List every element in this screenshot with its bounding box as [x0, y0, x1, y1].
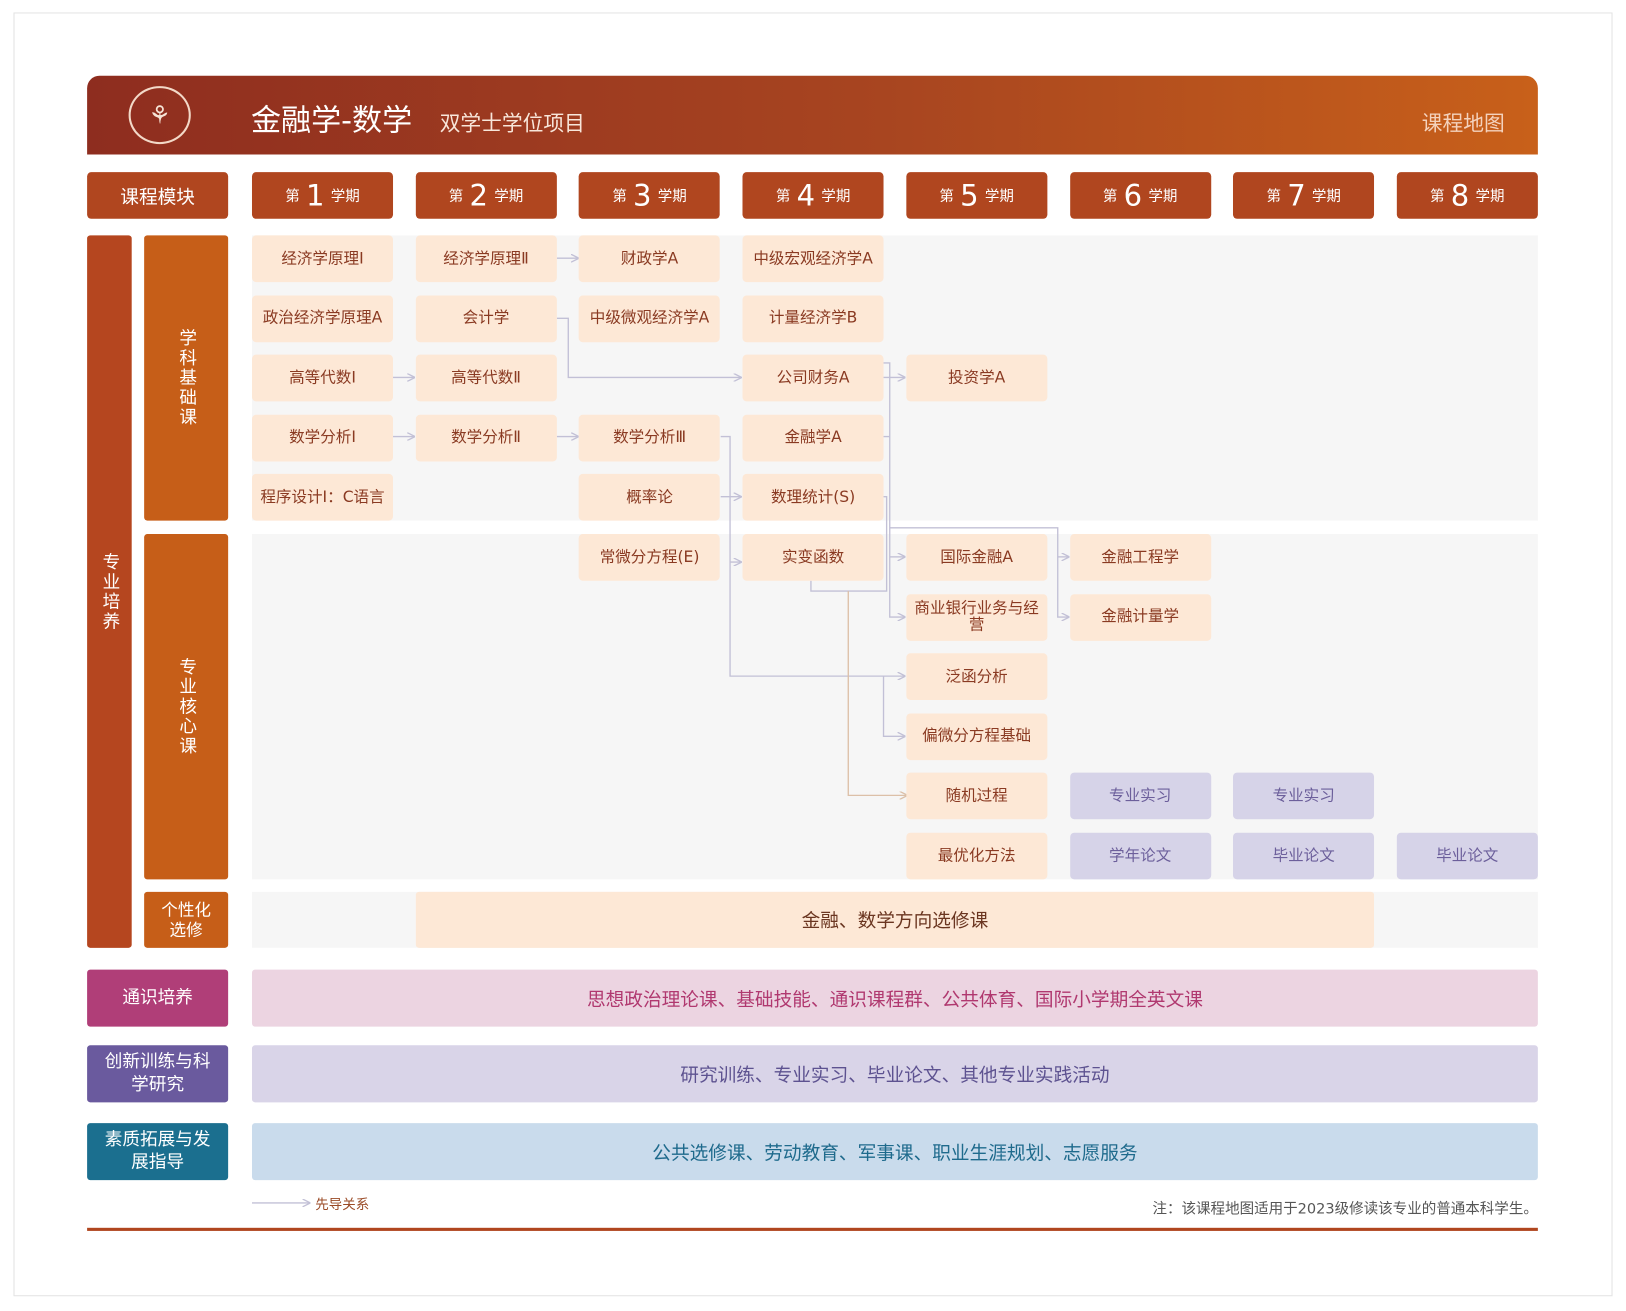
semester-suffix: 学期: [1148, 188, 1178, 205]
semester-suffix: 学期: [494, 188, 524, 205]
module-column-header: 课程模块: [87, 172, 229, 219]
semester-suffix: 学期: [657, 188, 687, 205]
semester-num: 5: [960, 177, 979, 213]
page-title: 金融学-数学: [250, 102, 413, 138]
semester-prefix: 第: [1266, 188, 1281, 205]
semester-num: 8: [1450, 177, 1470, 213]
course-box[interactable]: 金融计量学: [1069, 593, 1211, 641]
course-box[interactable]: 计量经济学B: [742, 295, 884, 342]
core-panel: [251, 534, 1538, 880]
course-box[interactable]: 会计学: [415, 295, 557, 342]
course-box[interactable]: 高等代数Ⅱ: [415, 354, 557, 402]
practice-course-box[interactable]: 毕业论文: [1396, 832, 1538, 880]
elective-courses[interactable]: 金融、数学方向选修课: [415, 891, 1375, 948]
arrow: [556, 317, 741, 377]
course-box[interactable]: 泛函分析: [906, 653, 1048, 701]
course-box[interactable]: 投资学A: [906, 354, 1048, 402]
module-content[interactable]: 研究训练、专业实习、毕业论文、其他专业实践活动: [251, 1045, 1538, 1103]
course-box[interactable]: 高等代数Ⅰ: [251, 354, 394, 402]
semester-num: 6: [1123, 177, 1143, 213]
arrow: [883, 362, 905, 617]
semester-prefix: 第: [1102, 188, 1118, 205]
module-major-training: 专业培养: [87, 235, 132, 948]
arrow: [882, 676, 905, 736]
bottom-divider: [87, 1227, 1538, 1231]
page-frame: [13, 12, 1613, 1297]
course-box[interactable]: 程序设计Ⅰ：C语言: [251, 474, 394, 521]
semester-suffix: 学期: [330, 188, 360, 205]
university-logo-icon: ⚘: [128, 86, 191, 145]
course-box[interactable]: 中级微观经济学A: [579, 295, 721, 342]
arrow: [810, 496, 888, 592]
module-label: 通识培养: [87, 969, 229, 1027]
semester-suffix: 学期: [1311, 188, 1341, 205]
legend-prerequisite-label: 先导关系: [315, 1197, 370, 1214]
course-box[interactable]: 金融工程学: [1069, 534, 1211, 581]
semester-suffix: 学期: [1475, 188, 1505, 205]
semester-num: 7: [1287, 177, 1306, 213]
footnote: 注：该课程地图适用于2023级修读该专业的普通本科学生。: [1152, 1200, 1538, 1218]
course-box[interactable]: 数学分析Ⅰ: [251, 414, 394, 462]
semester-prefix: 第: [1429, 188, 1445, 205]
header-banner: ⚘ 金融学-数学 双学士学位项目 课程地图: [87, 75, 1538, 155]
semester-prefix: 第: [612, 188, 627, 205]
course-box[interactable]: 财政学A: [579, 235, 721, 283]
module-content[interactable]: 思想政治理论课、基础技能、通识课程群、公共体育、国际小学期全英文课: [251, 969, 1538, 1027]
page-subtitle: 双学士学位项目: [439, 110, 585, 136]
course-box[interactable]: 国际金融A: [906, 534, 1048, 581]
semester-suffix: 学期: [821, 188, 851, 205]
module-label: 素质拓展与发展指导: [87, 1123, 229, 1181]
course-box[interactable]: 公司财务A: [742, 354, 884, 402]
module-content[interactable]: 公共选修课、劳动教育、军事课、职业生涯规划、志愿服务: [251, 1123, 1538, 1181]
semester-num: 2: [469, 177, 489, 213]
map-label: 课程地图: [1421, 110, 1505, 136]
practice-course-box[interactable]: 学年论文: [1069, 832, 1211, 880]
course-box[interactable]: 数学分析Ⅲ: [579, 414, 721, 462]
practice-course-box[interactable]: 专业实习: [1233, 772, 1375, 820]
course-box[interactable]: 中级宏观经济学A: [742, 235, 884, 283]
semester-num: 1: [305, 177, 325, 213]
module-elective: 个性化选修: [144, 891, 229, 948]
arrow: [889, 527, 1068, 617]
arrow: [847, 591, 906, 795]
course-box[interactable]: 随机过程: [906, 772, 1048, 820]
course-box[interactable]: 政治经济学原理A: [251, 295, 394, 342]
course-box[interactable]: 常微分方程(E): [579, 534, 721, 581]
course-box[interactable]: 最优化方法: [906, 832, 1048, 880]
module-core-courses: 专业核心课: [144, 534, 229, 880]
semester-num: 4: [796, 177, 816, 213]
semester-prefix: 第: [285, 188, 300, 205]
semester-prefix: 第: [775, 188, 791, 205]
arrow: [720, 435, 905, 677]
course-box[interactable]: 经济学原理Ⅰ: [251, 235, 394, 283]
course-box[interactable]: 概率论: [579, 474, 721, 521]
course-box[interactable]: 商业银行业务与经营: [906, 593, 1048, 641]
semester-prefix: 第: [939, 188, 954, 205]
semester-num: 3: [633, 177, 652, 213]
course-box[interactable]: 经济学原理Ⅱ: [415, 235, 557, 283]
module-label: 创新训练与科学研究: [87, 1045, 229, 1103]
course-box[interactable]: 偏微分方程基础: [906, 713, 1048, 760]
practice-course-box[interactable]: 毕业论文: [1233, 832, 1375, 880]
semester-suffix: 学期: [984, 188, 1014, 205]
practice-course-box[interactable]: 专业实习: [1069, 772, 1211, 820]
course-box[interactable]: 实变函数: [742, 534, 884, 581]
course-box[interactable]: 数学分析Ⅱ: [415, 414, 557, 462]
course-box[interactable]: 金融学A: [742, 414, 884, 462]
course-box[interactable]: 数理统计(S): [742, 474, 884, 521]
semester-prefix: 第: [448, 188, 464, 205]
module-foundation-courses: 学科基础课: [144, 235, 229, 521]
